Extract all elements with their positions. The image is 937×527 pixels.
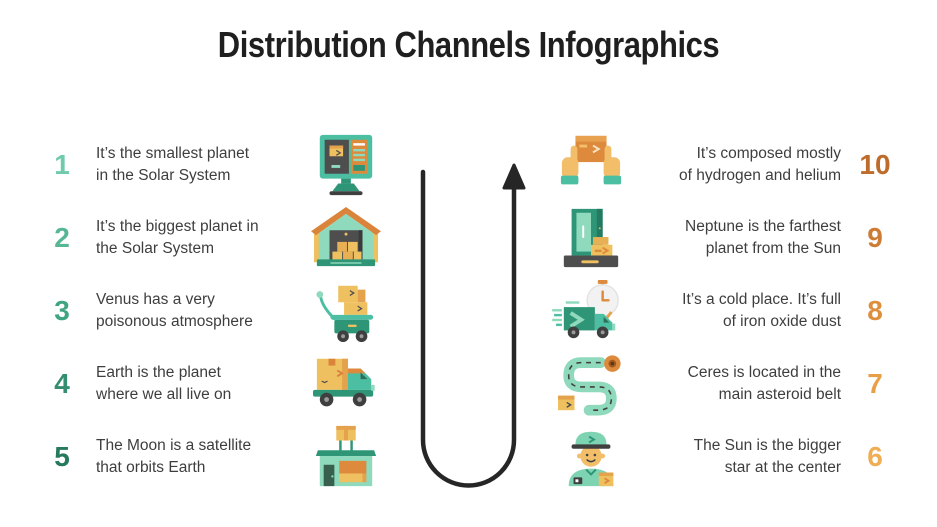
step-text-2: It’s the biggest planet in the Solar Sys… — [96, 217, 259, 257]
step-number-9: 9 — [867, 221, 883, 253]
step-text-9: Neptune is the farthest planet from the … — [685, 217, 841, 257]
step-text-6: The Sun is the bigger star at the center — [693, 436, 841, 476]
step-row-3: 3 Venus has a very poisonous atmosphere — [40, 274, 392, 347]
online-store-monitor-icon — [300, 128, 392, 201]
step-row-7: Ceres is located in the main asteroid be… — [545, 347, 897, 420]
step-text-1: It’s the smallest planet in the Solar Sy… — [96, 144, 250, 184]
step-row-5: 5 The Moon is a satellite that orbits Ea… — [40, 420, 392, 493]
storefront-icon — [300, 420, 392, 493]
step-row-4: 4 Earth is the planet where we all live … — [40, 347, 392, 420]
delivery-route-icon — [545, 347, 637, 420]
step-number-8: 8 — [867, 294, 883, 326]
cargo-truck-icon — [300, 347, 392, 420]
u-turn-arrow — [420, 163, 526, 488]
door-delivery-icon — [545, 201, 637, 274]
step-text-5: The Moon is a satellite that orbits Eart… — [96, 436, 252, 476]
step-row-9: Neptune is the farthest planet from the … — [545, 201, 897, 274]
step-number-5: 5 — [54, 440, 70, 472]
step-text-4: Earth is the planet where we all live on — [96, 363, 232, 403]
left-column: 1 It’s the smallest planet in the Solar … — [40, 128, 392, 493]
express-delivery-truck-icon — [545, 274, 637, 347]
step-row-1: 1 It’s the smallest planet in the Solar … — [40, 128, 392, 201]
step-number-6: 6 — [867, 440, 883, 472]
step-text-10: It’s composed mostly of hydrogen and hel… — [678, 144, 841, 184]
step-number-7: 7 — [867, 367, 883, 399]
step-number-1: 1 — [54, 148, 70, 180]
trolley-boxes-icon — [300, 274, 392, 347]
right-column: It’s composed mostly of hydrogen and hel… — [545, 128, 897, 493]
step-row-2: 2 It’s the biggest planet in the Solar S… — [40, 201, 392, 274]
courier-worker-icon — [545, 420, 637, 493]
step-text-7: Ceres is located in the main asteroid be… — [687, 363, 841, 403]
step-text-3: Venus has a very poisonous atmosphere — [96, 290, 253, 330]
hands-holding-box-icon — [545, 128, 637, 201]
step-text-8: It’s a cold place. It’s full of iron oxi… — [682, 290, 841, 330]
warehouse-icon — [300, 201, 392, 274]
step-row-6: The Sun is the bigger star at the center… — [545, 420, 897, 493]
step-row-10: It’s composed mostly of hydrogen and hel… — [545, 128, 897, 201]
page-title: Distribution Channels Infographics — [217, 24, 720, 65]
step-row-8: It’s a cold place. It’s full of iron oxi… — [545, 274, 897, 347]
step-number-3: 3 — [54, 294, 70, 326]
title-container: Distribution Channels Infographics — [0, 24, 937, 66]
step-number-10: 10 — [859, 148, 891, 180]
step-number-2: 2 — [54, 221, 70, 253]
step-number-4: 4 — [54, 367, 70, 399]
